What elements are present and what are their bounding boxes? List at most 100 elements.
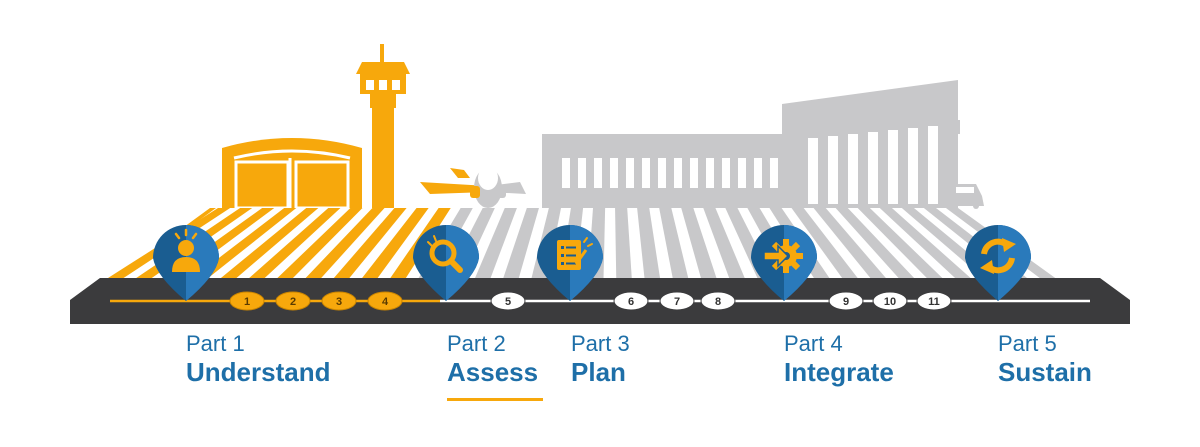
road [70, 278, 1130, 324]
terminal-window [674, 158, 682, 188]
pin-part1[interactable] [153, 225, 219, 301]
crosswalk-stripe [503, 208, 539, 278]
magnifier-icon [427, 235, 463, 273]
crosswalk-stripe [333, 208, 407, 278]
road-marker-6: 6 [613, 291, 649, 311]
terminal-window [738, 158, 746, 188]
road-marker-number: 7 [674, 296, 680, 308]
road-markers: 1 2 3 4 5 6 7 8 9 10 11 [229, 291, 952, 311]
road-marker-1: 1 [229, 291, 265, 311]
terminal-window [770, 158, 778, 188]
pin-marker-shade [186, 225, 219, 301]
step-part3-label[interactable]: Part 3 Plan [571, 331, 630, 387]
road-marker-5: 5 [490, 291, 526, 311]
terminal-window [610, 158, 618, 188]
crosswalk-stripe [703, 208, 745, 278]
road-marker-number: 8 [715, 296, 721, 308]
crosswalk-stripe [879, 208, 971, 278]
crosswalk-stripe [192, 208, 297, 278]
road-marker-number: 1 [244, 296, 250, 308]
pin-part5[interactable] [965, 225, 1031, 301]
checklist-icon [557, 237, 593, 270]
terminal-window [848, 134, 858, 204]
terminal-window [594, 158, 602, 188]
crosswalk-stripe [681, 208, 717, 278]
crosswalk-stripe [362, 208, 429, 278]
gear-arrow-icon [763, 239, 803, 273]
crosswalk-stripe [615, 208, 632, 278]
step-part4-number: Part 4 [784, 331, 843, 356]
control-tower [356, 44, 410, 208]
car-icon [946, 184, 984, 209]
step-part3-title: Plan [571, 357, 626, 387]
road-marker-number: 11 [928, 296, 940, 308]
step-pins [153, 225, 1031, 301]
terminal-window [888, 130, 898, 204]
terminal-window [868, 132, 878, 204]
road-marker-2: 2 [275, 291, 311, 311]
crosswalk-stripe [857, 208, 943, 278]
road-marker-number: 10 [884, 296, 896, 308]
crosswalk-stripe [659, 208, 689, 278]
pin-part2[interactable] [413, 225, 479, 301]
road-marker-8: 8 [700, 291, 736, 311]
crosswalk-stripe [813, 208, 886, 278]
step-part2-number: Part 2 [447, 331, 506, 356]
crosswalk-stripe [305, 208, 385, 278]
step-part3-number: Part 3 [571, 331, 630, 356]
terminal-window [706, 158, 714, 188]
step-part5-label[interactable]: Part 5 Sustain [998, 331, 1092, 387]
pin-marker-shade [446, 225, 479, 301]
road-marker-number: 4 [382, 296, 389, 308]
road-marker-number: 5 [505, 296, 511, 308]
step-part1-number: Part 1 [186, 331, 245, 356]
pin-part3[interactable] [537, 225, 603, 301]
crosswalk-stripe [249, 208, 341, 278]
road-marker-9: 9 [828, 291, 864, 311]
terminal-window [808, 138, 818, 204]
active-step-underline [447, 398, 543, 401]
terminal-window [578, 158, 586, 188]
step-part5-number: Part 5 [998, 331, 1057, 356]
road-marker-3: 3 [321, 291, 357, 311]
crosswalk-stripe [637, 208, 660, 278]
pin-marker-shade [784, 225, 817, 301]
step-part1-label[interactable]: Part 1 Understand [186, 331, 331, 387]
pin-part4[interactable] [751, 225, 817, 301]
road-marker-4: 4 [367, 291, 403, 311]
person-icon [172, 228, 200, 272]
step-part4-title: Integrate [784, 357, 894, 387]
hangar-building [222, 138, 362, 210]
crosswalk-stripe [791, 208, 858, 278]
terminal-window [908, 128, 918, 204]
terminal-window [928, 126, 938, 204]
terminal-window [754, 158, 762, 188]
road-marker-11: 11 [916, 291, 952, 311]
crosswalk-stripe [835, 208, 915, 278]
crosswalk-stripe [220, 208, 319, 278]
cycle-arrows-icon [980, 238, 1016, 274]
road-marker-number: 3 [336, 296, 342, 308]
terminal-window [626, 158, 634, 188]
terminal-window [658, 158, 666, 188]
step-part2-title: Assess [447, 357, 539, 387]
terminal-window [722, 158, 730, 188]
step-part4-label[interactable]: Part 4 Integrate [784, 331, 894, 387]
road-marker-10: 10 [872, 291, 908, 311]
step-part2-label[interactable]: Part 2 Assess [447, 331, 539, 387]
terminal-window [642, 158, 650, 188]
step-part5-title: Sustain [998, 357, 1092, 387]
crosswalk-stripe [277, 208, 363, 278]
crosswalk-stripe [475, 208, 517, 278]
road-marker-7: 7 [659, 291, 695, 311]
terminal-window [690, 158, 698, 188]
road-marker-number: 9 [843, 296, 849, 308]
terminal-window [828, 136, 838, 204]
road-marker-number: 2 [290, 296, 296, 308]
step-part1-title: Understand [186, 357, 331, 387]
terminal-window [562, 158, 570, 188]
airplane-icon [420, 166, 526, 208]
road-marker-number: 6 [628, 296, 634, 308]
terminal-windows [562, 126, 938, 204]
